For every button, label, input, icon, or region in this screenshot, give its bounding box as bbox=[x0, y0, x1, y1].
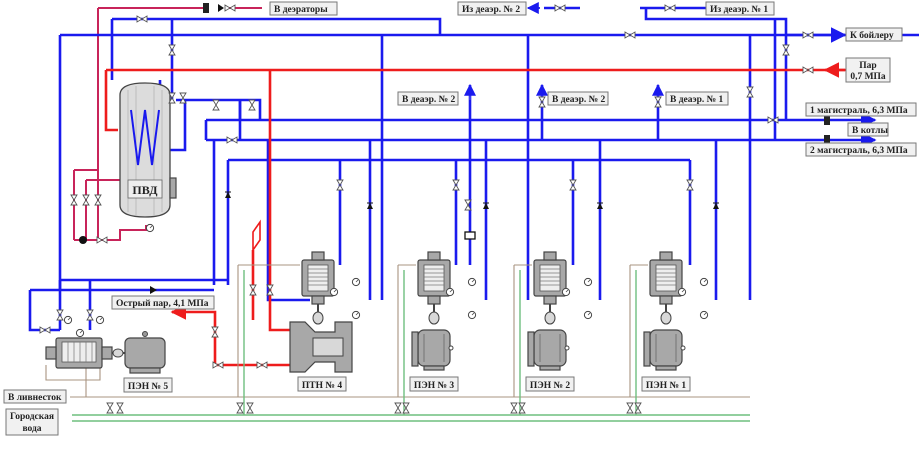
check-valve-icon bbox=[150, 286, 157, 294]
label-to-deaerators: В деэраторы bbox=[269, 1, 338, 16]
label-steam-0-7: Пар 0,7 МПа bbox=[845, 57, 891, 83]
label-pen2: ПЭН № 2 bbox=[525, 376, 575, 392]
label-to-deaerator-2a: В деаэр. № 2 bbox=[397, 91, 459, 106]
check-valve-icon bbox=[596, 202, 604, 210]
svg-text:Из деаэр. № 2: Из деаэр. № 2 bbox=[462, 5, 520, 15]
svg-text:В деаэр. № 2: В деаэр. № 2 bbox=[402, 95, 456, 105]
svg-text:ПТН № 4: ПТН № 4 bbox=[302, 381, 342, 391]
flow-meter-icon bbox=[203, 3, 209, 13]
check-valve-icon bbox=[218, 4, 224, 12]
pump-ptn4[interactable] bbox=[289, 251, 353, 373]
label-to-deaerator-1: В деаэр. № 1 bbox=[665, 91, 729, 106]
check-valve-icon bbox=[482, 202, 490, 210]
valve[interactable] bbox=[70, 194, 78, 206]
label-pen3: ПЭН № 3 bbox=[409, 376, 459, 392]
hp-heater[interactable]: ПВД bbox=[119, 82, 177, 218]
svg-text:В деэраторы: В деэраторы bbox=[274, 5, 328, 15]
check-valve-icon bbox=[712, 202, 720, 210]
label-pen5: ПЭН № 5 bbox=[123, 377, 173, 393]
svg-text:В деаэр. № 1: В деаэр. № 1 bbox=[670, 95, 724, 105]
flow-meter-icon bbox=[464, 231, 476, 240]
pump-pen5[interactable] bbox=[45, 331, 166, 374]
pump-pen3[interactable] bbox=[411, 251, 454, 371]
svg-text:2 магистраль, 6,3 МПа: 2 магистраль, 6,3 МПа bbox=[810, 146, 908, 156]
label-main-1: 1 магистраль, 6,3 МПа bbox=[805, 102, 917, 117]
label-to-deaerator-2b: В деаэр. № 2 bbox=[547, 91, 609, 106]
hp-heater-label: ПВД bbox=[132, 183, 158, 197]
label-pen1: ПЭН № 1 bbox=[641, 376, 691, 392]
label-from-deaerator-2: Из деаэр. № 2 bbox=[457, 1, 527, 16]
label-drain: В ливнесток bbox=[3, 389, 67, 404]
svg-text:Из деаэр. № 1: Из деаэр. № 1 bbox=[710, 5, 768, 15]
svg-text:ПЭН № 5: ПЭН № 5 bbox=[128, 382, 169, 392]
label-live-steam: Острый пар, 4,1 МПа bbox=[111, 295, 215, 310]
valve[interactable] bbox=[82, 194, 90, 206]
svg-text:0,7 МПа: 0,7 МПа bbox=[850, 72, 886, 82]
check-valve-icon bbox=[224, 191, 232, 199]
svg-text:К бойлеру: К бойлеру bbox=[850, 30, 894, 41]
valve[interactable] bbox=[96, 236, 108, 244]
label-from-deaerator-1: Из деаэр. № 1 bbox=[705, 1, 775, 16]
svg-text:ПЭН № 3: ПЭН № 3 bbox=[414, 381, 455, 391]
pump-pen2[interactable] bbox=[527, 251, 570, 371]
steam-lines bbox=[104, 68, 875, 367]
valve[interactable] bbox=[224, 4, 236, 12]
svg-text:1 магистраль, 6,3 МПа: 1 магистраль, 6,3 МПа bbox=[810, 106, 908, 116]
exhaust-icon bbox=[252, 219, 261, 253]
feedwater-lines bbox=[28, 6, 919, 332]
label-ptn4: ПТН № 4 bbox=[297, 376, 347, 392]
label-main-2: 2 магистраль, 6,3 МПа bbox=[805, 142, 917, 157]
check-valve-icon bbox=[366, 202, 374, 210]
flow-meter-icon bbox=[824, 135, 830, 145]
svg-text:вода: вода bbox=[22, 424, 41, 434]
label-to-boiler: К бойлеру bbox=[845, 27, 903, 42]
svg-text:Городская: Городская bbox=[10, 412, 54, 422]
flow-meter-icon bbox=[824, 115, 830, 125]
svg-text:Пар: Пар bbox=[859, 61, 876, 71]
label-city-water: Городская вода bbox=[5, 408, 59, 436]
label-to-boilers: В котлы bbox=[847, 122, 889, 137]
drain-pump-icon bbox=[79, 236, 87, 244]
valve[interactable] bbox=[94, 194, 102, 206]
city-water-lines bbox=[72, 270, 750, 422]
city-water-valves[interactable] bbox=[106, 402, 642, 414]
svg-text:ПЭН № 1: ПЭН № 1 bbox=[646, 381, 687, 391]
svg-text:В котлы: В котлы bbox=[852, 126, 888, 136]
pressure-gauge-icon bbox=[145, 223, 155, 233]
pump-pen1[interactable] bbox=[643, 251, 686, 371]
svg-text:В ливнесток: В ливнесток bbox=[8, 393, 62, 403]
svg-text:ПЭН № 2: ПЭН № 2 bbox=[530, 381, 571, 391]
svg-text:Острый пар, 4,1 МПа: Острый пар, 4,1 МПа bbox=[116, 298, 209, 309]
svg-text:В деаэр. № 2: В деаэр. № 2 bbox=[552, 95, 606, 105]
